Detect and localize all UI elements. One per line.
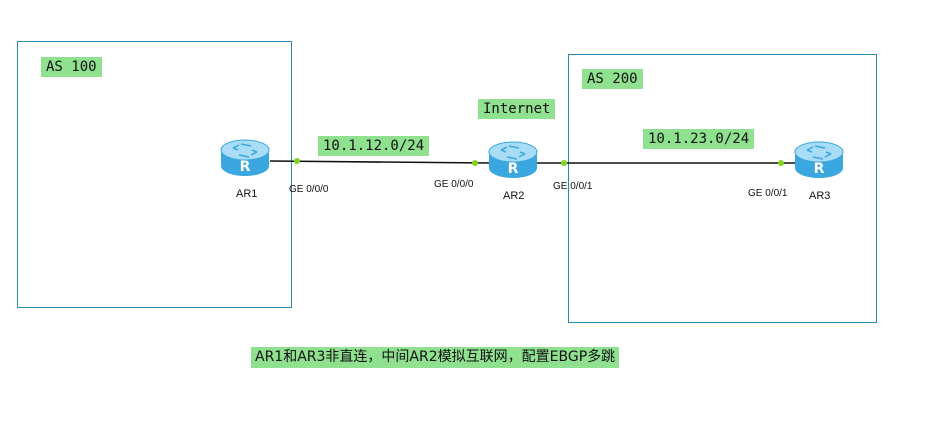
link-ar1-ar2 (269, 160, 491, 164)
port-label-ar2-ge000: GE 0/0/0 (434, 179, 474, 190)
port-dot-ar2-ge001 (561, 160, 567, 166)
router-icon-ar1: R (220, 139, 270, 176)
router-name-ar1: AR1 (236, 188, 258, 200)
svg-text:R: R (508, 161, 519, 177)
port-dot-ar2-ge000 (472, 160, 478, 166)
diagram-caption: AR1和AR3非直连，中间AR2模拟互联网，配置EBGP多跳 (251, 347, 620, 368)
svg-text:R: R (814, 161, 825, 177)
as200-label: AS 200 (582, 69, 643, 89)
port-label-ar3-ge001: GE 0/0/1 (748, 188, 788, 199)
port-label-ar1-ge000: GE 0/0/0 (289, 184, 329, 195)
port-dot-ar3-ge001 (778, 160, 784, 166)
subnet-23-label: 10.1.23.0/24 (643, 129, 755, 149)
port-dot-ar1-ge000 (294, 158, 300, 164)
router-name-ar2: AR2 (503, 190, 525, 202)
router-icon-ar3: R (794, 141, 844, 178)
router-icon-ar2: R (488, 141, 538, 178)
port-label-ar2-ge001: GE 0/0/1 (553, 181, 593, 192)
as100-label: AS 100 (41, 57, 102, 77)
svg-text:R: R (240, 159, 251, 175)
subnet-12-label: 10.1.12.0/24 (318, 136, 430, 156)
internet-label: Internet (478, 99, 556, 119)
as100-area (17, 41, 292, 308)
as200-area (568, 54, 877, 323)
router-name-ar3: AR3 (809, 190, 831, 202)
